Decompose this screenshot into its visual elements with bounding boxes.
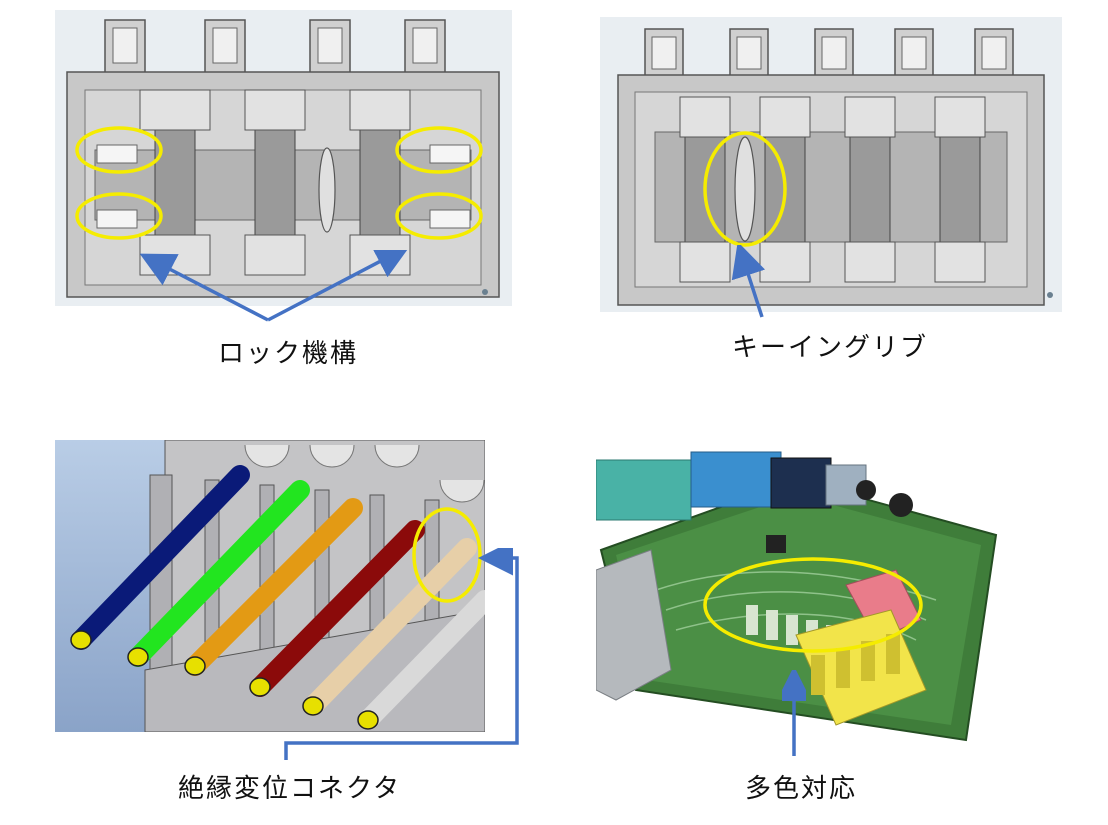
keying-arrow <box>731 245 766 318</box>
pcb-image <box>596 440 1016 755</box>
lock-arrows <box>140 250 411 322</box>
multicolor-figure <box>596 440 1016 755</box>
keying-caption: キーイングリブ <box>732 333 929 363</box>
keying-connector-image <box>600 17 1062 312</box>
lock-figure <box>55 10 512 306</box>
multicolor-caption: 多色対応 <box>745 774 858 804</box>
multicolor-arrow <box>782 670 806 756</box>
lock-connector-image <box>55 10 512 306</box>
lock-caption: ロック機構 <box>218 339 359 369</box>
keying-figure <box>600 17 1062 312</box>
idc-connector-image <box>55 440 485 732</box>
idc-arrow <box>284 548 519 760</box>
idc-caption: 絶縁変位コネクタ <box>178 774 401 804</box>
idc-figure <box>55 440 485 732</box>
